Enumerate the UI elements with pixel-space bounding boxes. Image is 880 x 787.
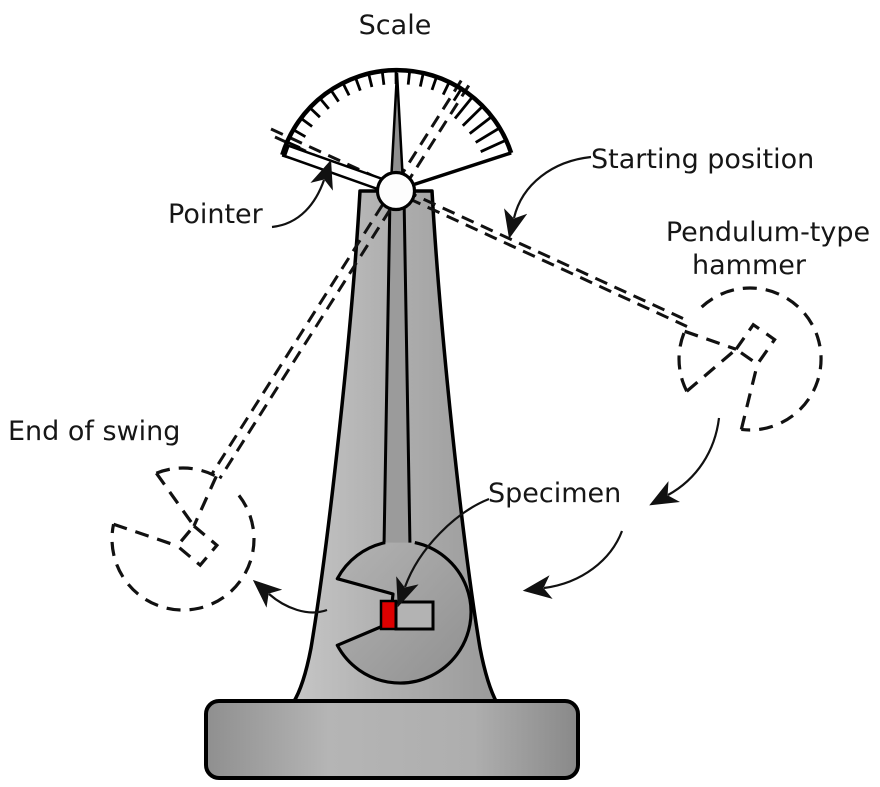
pointer-arrow [271,159,333,229]
dial-tick [318,97,330,110]
dial-tick [292,128,307,138]
pendulum-hammer-label-line1: Pendulum-type [666,217,870,248]
dial-tick [430,76,438,91]
pendulum-arm [382,194,412,549]
dial-tick [329,89,340,103]
specimen-anvil [394,600,435,631]
dial-tick [286,140,301,149]
pendulum-hammer-label-line2: hammer [692,250,807,281]
dial-tick [380,70,386,85]
dial-tick [480,138,507,153]
dial-tick [406,70,412,85]
end-of-swing-label: End of swing [8,416,180,447]
dial-tick [461,105,484,127]
dial-tick [300,117,313,128]
scale-dial [280,67,514,212]
machine-body [204,189,580,780]
scale-label: Scale [359,10,432,41]
starting-position-label: Starting position [591,144,814,175]
dial-tick [418,72,425,87]
annotations: Scale Pointer Starting position Pendulum… [8,10,870,614]
dial-tick [452,87,463,102]
swing-direction-arrow-left [252,579,328,614]
pointer-label: Pointer [168,199,264,230]
specimen-label: Specimen [488,478,621,509]
machine-base [204,699,580,780]
dial-tick [453,95,474,120]
specimen-arrow [396,497,490,608]
dial-tick [308,106,321,119]
dial-tick [354,76,362,92]
swing-direction-arrow-middle [522,530,624,599]
end-of-swing-hammer [87,443,284,641]
dial-tick [468,115,493,135]
dial-tick [367,73,374,88]
starting-position-hammer [655,259,851,453]
starting-position-arrow [504,155,592,239]
pivot [375,170,417,212]
specimen [379,599,398,631]
starting-arm-line [270,127,684,320]
dial-tick [474,126,501,144]
swing-direction-arrow-upper [649,417,721,506]
end-swing-arm-line [210,79,463,475]
dial-tick [484,151,512,163]
dial-tick [441,81,451,96]
dial-tick [341,82,351,97]
end-swing-arm-line [218,84,471,480]
